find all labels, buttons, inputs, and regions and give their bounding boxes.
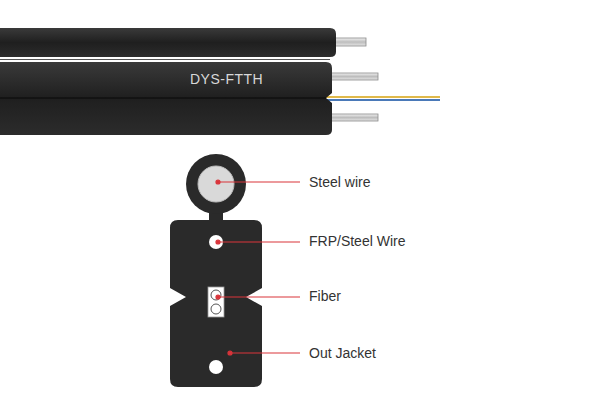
leader-dot	[216, 240, 220, 244]
fiber-core	[211, 304, 221, 314]
frp-section	[209, 360, 223, 374]
jacket-band	[0, 62, 332, 135]
leader-line	[218, 296, 300, 297]
leader-line	[230, 352, 300, 353]
leader-dot	[216, 180, 220, 184]
part-label: Out Jacket	[309, 345, 376, 362]
part-label: Fiber	[309, 288, 341, 305]
out-jacket-section	[170, 220, 262, 387]
part-label: Steel wire	[309, 174, 370, 191]
neck-web	[0, 59, 330, 60]
leader-dot	[228, 351, 232, 355]
fiber-strand	[320, 99, 440, 101]
leader-dot	[216, 295, 220, 299]
fiber-strand	[320, 96, 440, 98]
messenger-band	[0, 28, 336, 57]
steel-wire-section	[198, 166, 234, 202]
jacket-groove	[0, 97, 326, 99]
leader-line	[218, 241, 300, 242]
fiber-slot	[208, 287, 224, 317]
messenger-sheath	[186, 154, 246, 214]
cable-marking: DYS-FTTH	[190, 71, 263, 88]
fiber-core	[211, 290, 221, 300]
leader-line	[218, 181, 300, 182]
part-label: FRP/Steel Wire	[309, 233, 405, 250]
